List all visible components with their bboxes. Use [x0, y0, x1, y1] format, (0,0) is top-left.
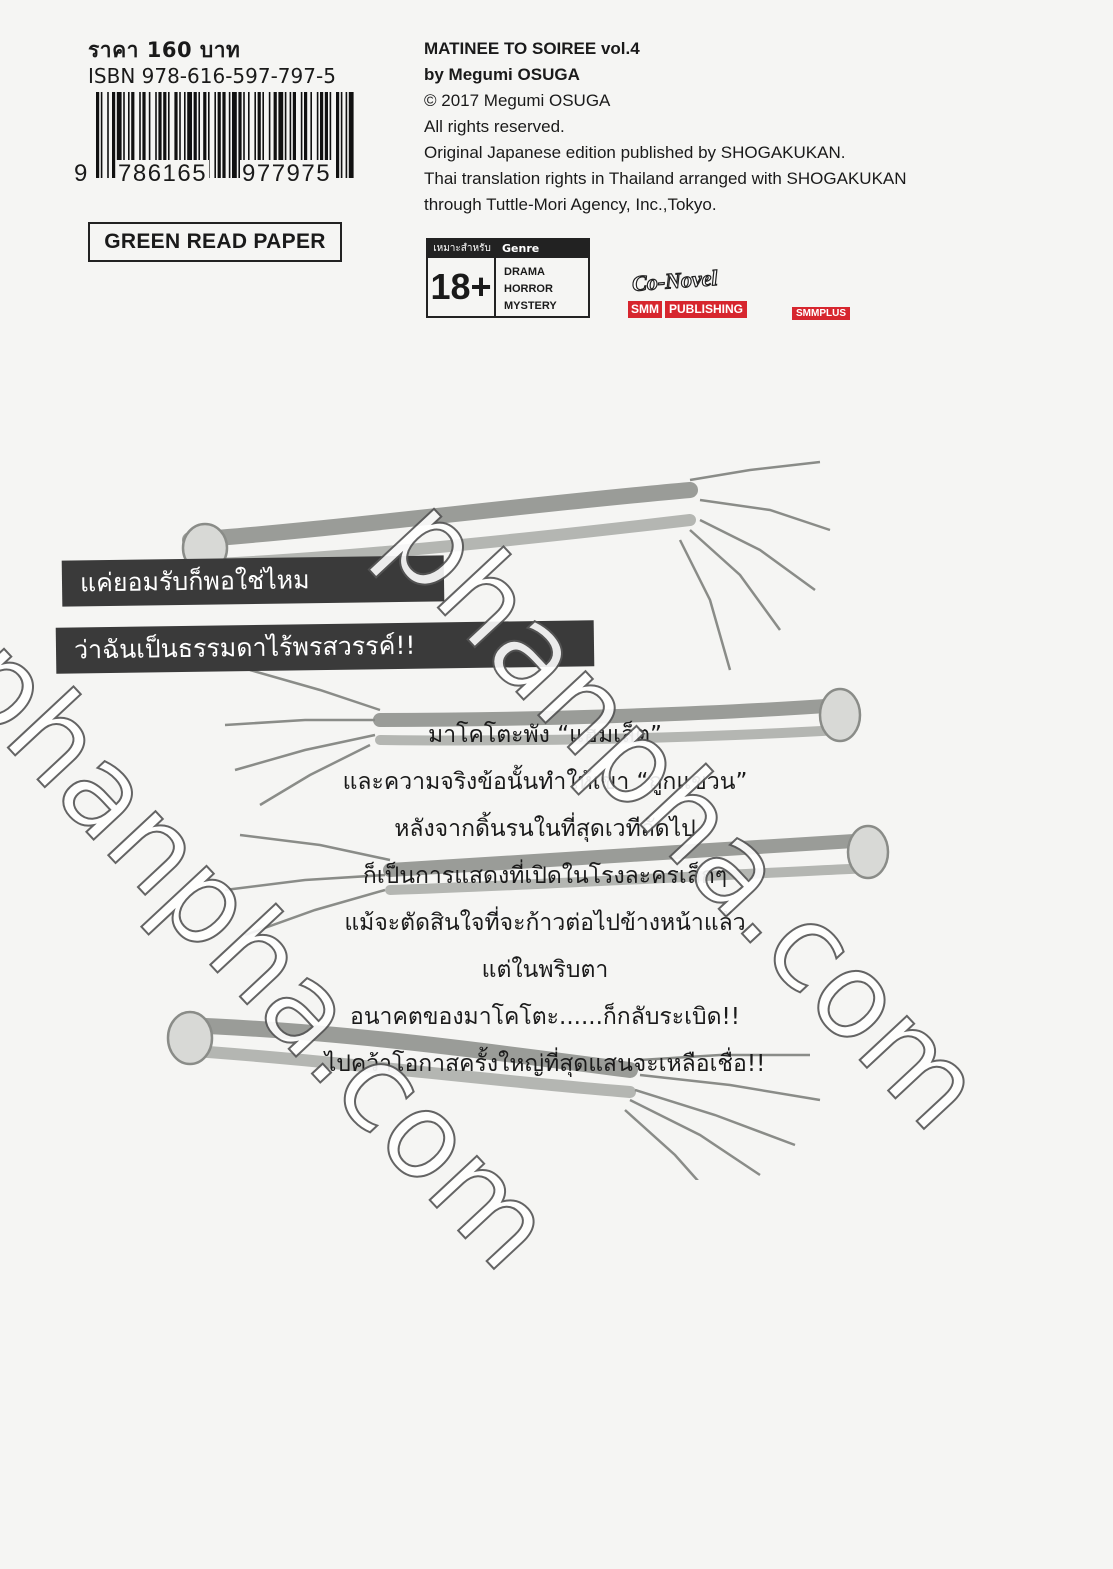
smm-publishing-logo: SMM PUBLISHING	[628, 301, 748, 318]
credits-agency: through Tuttle-Mori Agency, Inc.,Tokyo.	[424, 195, 717, 214]
synopsis-line: ก็เป็นการแสดงที่เปิดในโรงละครเล็กๆ	[362, 863, 728, 889]
synopsis-line: แต่ในพริบตา	[481, 957, 609, 983]
credits-title: MATINEE TO SOIREE vol.4	[424, 39, 640, 58]
copyright-credits: MATINEE TO SOIREE vol.4 by Megumi OSUGA …	[424, 36, 907, 218]
barcode-right-digits: 977975	[240, 160, 334, 188]
credits-rights: All rights reserved.	[424, 117, 565, 136]
suitable-label: เหมาะสำหรับ	[428, 240, 496, 258]
price-label: ราคา 160 บาท	[88, 38, 241, 62]
credits-original: Original Japanese edition published by S…	[424, 143, 846, 162]
genre-item: MYSTERY	[504, 300, 557, 312]
barcode-first-digit: 9	[74, 160, 88, 187]
genre-item: DRAMA	[504, 266, 545, 278]
synopsis-text: มาโคโตะพัง “แฮมเล็ต” และความจริงข้อนั้นท…	[250, 712, 840, 1088]
synopsis-line: แม้จะตัดสินใจที่จะก้าวต่อไปข้างหน้าแล้ว	[344, 910, 746, 936]
synopsis-line: มาโคโตะพัง “แฮมเล็ต”	[428, 722, 662, 748]
barcode-image	[96, 92, 354, 178]
synopsis-line: และความจริงข้อนั้นทำให้เขา “ถูกแขวน”	[342, 769, 748, 795]
publishing-logo-text: PUBLISHING	[665, 301, 748, 318]
smm-logo-text: SMM	[628, 301, 662, 318]
genre-label: Genre	[496, 240, 588, 258]
synopsis-line: ไปคว้าโอกาสครั้งใหญ่ที่สุดแสนจะเหลือเชื่…	[324, 1051, 766, 1077]
smmplus-logo: SMMPLUS	[792, 307, 850, 320]
genre-item: HORROR	[504, 283, 553, 295]
credits-translation: Thai translation rights in Thailand arra…	[424, 169, 907, 188]
barcode-left-digits: 786165	[116, 160, 210, 188]
age-rating-box: เหมาะสำหรับ Genre 18+ DRAMA HORROR MYSTE…	[426, 238, 590, 318]
synopsis-line: หลังจากดิ้นรนในที่สุดเวทีถัดไป	[394, 816, 696, 842]
isbn-label: ISBN 978-616-597-797-5	[88, 64, 336, 88]
synopsis-line: อนาคตของมาโคโตะ......ก็กลับระเบิด!!	[350, 1004, 740, 1030]
green-read-paper-badge: GREEN READ PAPER	[88, 222, 342, 262]
credits-author: by Megumi OSUGA	[424, 65, 580, 84]
credits-copyright: © 2017 Megumi OSUGA	[424, 91, 611, 110]
conovel-logo: Co-Novel	[631, 264, 719, 296]
age-rating: 18+	[428, 258, 496, 316]
genre-list: DRAMA HORROR MYSTERY	[504, 264, 557, 315]
